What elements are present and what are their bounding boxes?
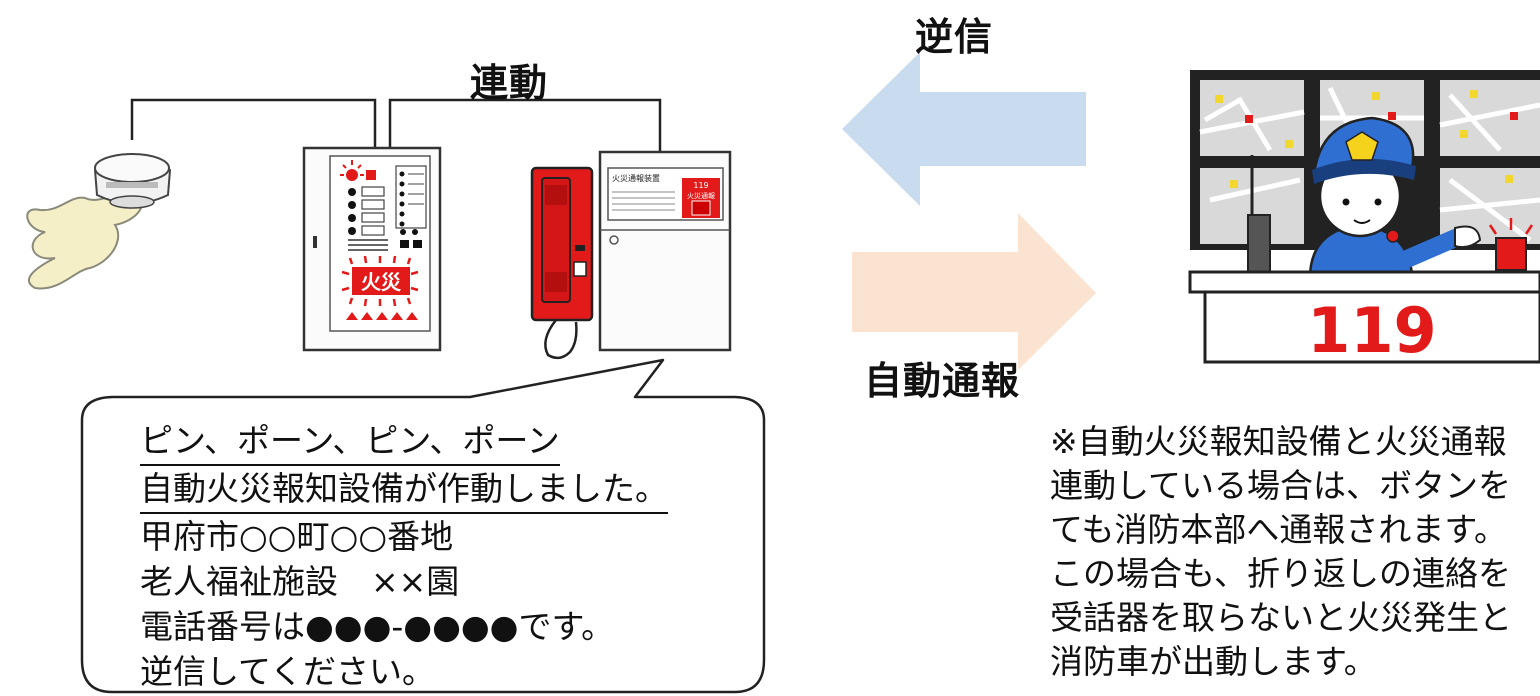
- smoke-cloud: [26, 192, 143, 290]
- fire-notification-device: 火災通報装置 119 火災通報: [598, 150, 732, 352]
- auto-report-arrow: [852, 213, 1096, 370]
- emergency-phone-icon: [530, 166, 594, 360]
- bubble-line: 電話番号は●●●-●●●●です。: [140, 607, 615, 646]
- note-line: 受話器を取らないと火災発生と: [1050, 598, 1512, 637]
- bubble-message: ピン、ポーン、ピン、ポーン 自動火災報知設備が作動しました。 甲府市○○町○○番…: [140, 418, 760, 694]
- alarm-light-icon: [1488, 218, 1534, 271]
- fire-label: 火災: [361, 270, 402, 294]
- bubble-line: 自動火災報知設備が作動しました。: [140, 466, 668, 514]
- fire-alarm-panel: 火災: [302, 146, 442, 352]
- alarm-lamp-icon: [340, 160, 364, 181]
- notify-button-number: 119: [693, 181, 708, 190]
- bubble-line: ピン、ポーン、ピン、ポーン: [140, 418, 560, 466]
- bubble-line: 逆信してください。: [140, 652, 436, 691]
- dispatch-center: 119: [1188, 70, 1540, 367]
- bubble-line: 老人福祉施設 ××園: [140, 562, 460, 601]
- auto-report-label: 自動通報: [864, 359, 1021, 403]
- note-line: ても消防本部へ通報されます。: [1050, 510, 1508, 549]
- dispatch-number: 119: [1307, 294, 1436, 367]
- notify-button-label: 火災通報: [687, 191, 715, 200]
- note-line: 消防車が出動します。: [1050, 642, 1377, 681]
- interlock-wires: [130, 98, 662, 153]
- note-line: ※自動火災報知設備と火災通報: [1050, 422, 1507, 461]
- fire-indicator-rays: [341, 255, 419, 307]
- operator-icon: [1308, 116, 1482, 277]
- notifier-title: 火災通報装置: [612, 173, 660, 183]
- speech-bubble: [80, 358, 766, 694]
- reverse-label: 逆信: [915, 15, 994, 59]
- note-text: ※自動火災報知設備と火災通報 連動している場合は、ボタンを ても消防本部へ通報さ…: [1050, 420, 1540, 696]
- bubble-line: 甲府市○○町○○番地: [140, 517, 454, 556]
- reverse-arrow: [842, 52, 1086, 206]
- note-line: この場合も、折り返しの連絡を: [1050, 554, 1512, 593]
- note-line: 連動している場合は、ボタンを: [1050, 466, 1512, 505]
- smoke-detector-icon: [93, 153, 172, 209]
- interlock-label: 連動: [470, 61, 549, 105]
